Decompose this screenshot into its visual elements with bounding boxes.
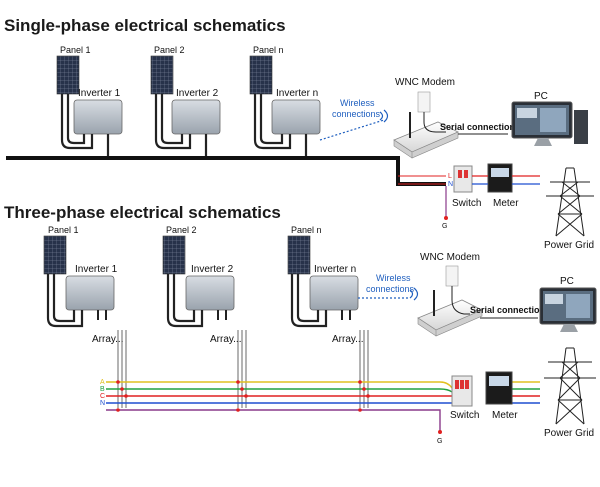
three-meter: Meter (485, 371, 518, 421)
wireless-label: Wireless (340, 98, 375, 108)
line-label-g: G (437, 438, 442, 445)
pc-tower-icon (574, 110, 588, 144)
panel-label: Panel 2 (154, 45, 185, 55)
wall-outlet-icon (445, 265, 459, 287)
panel-label: Panel 1 (48, 225, 79, 235)
pylon-icon (546, 167, 594, 237)
inverter-icon (271, 99, 321, 135)
array-label: Array... (210, 334, 241, 345)
line-label-b: B (100, 386, 105, 393)
single-phase-title: Single-phase electrical schematics (4, 16, 286, 35)
meter-label: Meter (493, 198, 519, 209)
inverter-icon (185, 275, 235, 311)
solar-panel-icon (150, 55, 174, 95)
inverter-label: Inverter 2 (191, 264, 234, 275)
switch-label: Switch (450, 410, 479, 421)
wireless-label: connections (332, 109, 381, 119)
single-serial-link: Serial connection (440, 122, 515, 135)
line-label-l: L (448, 173, 452, 180)
single-wireless-link: Wireless connections (319, 98, 389, 141)
three-power-grid: Power Grid (544, 347, 596, 439)
pc-label: PC (560, 276, 574, 287)
three-phase-title: Three-phase electrical schematics (4, 203, 281, 222)
solar-panel-icon (162, 235, 186, 275)
inverter-label: Inverter n (276, 88, 318, 99)
three-inverter-1: Inverter 1 Array... (46, 264, 123, 345)
panel-label: Panel 2 (166, 225, 197, 235)
grid-label: Power Grid (544, 240, 594, 251)
modem-label: WNC Modem (420, 252, 480, 263)
three-panel-1: Panel 1 (43, 225, 79, 275)
line-label-n: N (100, 400, 105, 407)
solar-panel-icon (287, 235, 311, 275)
pylon-icon (544, 347, 596, 425)
three-serial-link: Serial connection (470, 305, 545, 319)
line-label-a: A (100, 379, 105, 386)
line-label-c: C (100, 393, 105, 400)
single-switch: Switch (452, 165, 481, 209)
array-label: Array... (92, 334, 123, 345)
three-inverter-2: Inverter 2 Array... (166, 264, 241, 345)
solar-panel-icon (43, 235, 67, 275)
inverter-icon (171, 99, 221, 135)
switch-label: Switch (452, 198, 481, 209)
single-panel-1: Panel 1 (56, 45, 91, 95)
grid-label: Power Grid (544, 428, 594, 439)
inverter-label: Inverter 1 (78, 88, 121, 99)
single-inverter-1: Inverter 1 (60, 88, 123, 160)
three-inverter-n: Inverter n Array... (290, 264, 363, 345)
serial-label: Serial connection (440, 122, 515, 132)
inverter-label: Inverter 1 (75, 264, 118, 275)
line-label-n: N (448, 181, 453, 188)
line-label-g: G (442, 223, 447, 230)
wall-outlet-icon (417, 91, 431, 113)
inverter-label: Inverter n (314, 264, 356, 275)
three-wireless-link: Wireless connections (358, 273, 419, 301)
single-inverter-n: Inverter n (253, 88, 321, 160)
three-switch: Switch (450, 375, 479, 421)
inverter-icon (65, 275, 115, 311)
modem-label: WNC Modem (395, 77, 455, 88)
single-inverter-2: Inverter 2 (154, 88, 221, 160)
panel-label: Panel n (291, 225, 322, 235)
panel-label: Panel n (253, 45, 284, 55)
single-power-grid: Power Grid (544, 167, 594, 251)
inverter-icon (73, 99, 123, 135)
solar-panel-icon (56, 55, 80, 95)
inverter-label: Inverter 2 (176, 88, 219, 99)
pc-label: PC (534, 91, 548, 102)
single-panel-n: Panel n (249, 45, 284, 95)
wifi-icon (409, 287, 419, 301)
single-pc: PC (511, 91, 588, 146)
solar-panel-icon (249, 55, 273, 95)
breaker-icon (453, 165, 473, 193)
ac-bus (6, 156, 446, 186)
serial-label: Serial connection (470, 305, 545, 315)
array-label: Array... (332, 334, 363, 345)
three-pc: PC (539, 276, 597, 332)
three-modem: WNC Modem (417, 252, 483, 337)
inverter-icon (309, 275, 359, 311)
wifi-icon (379, 109, 389, 123)
wireless-label: connections (366, 284, 415, 294)
meter-label: Meter (492, 410, 518, 421)
single-meter: Meter (487, 163, 519, 209)
single-panel-2: Panel 2 (150, 45, 185, 95)
panel-label: Panel 1 (60, 45, 91, 55)
single-modem: WNC Modem (393, 77, 459, 159)
wireless-label: Wireless (376, 273, 411, 283)
